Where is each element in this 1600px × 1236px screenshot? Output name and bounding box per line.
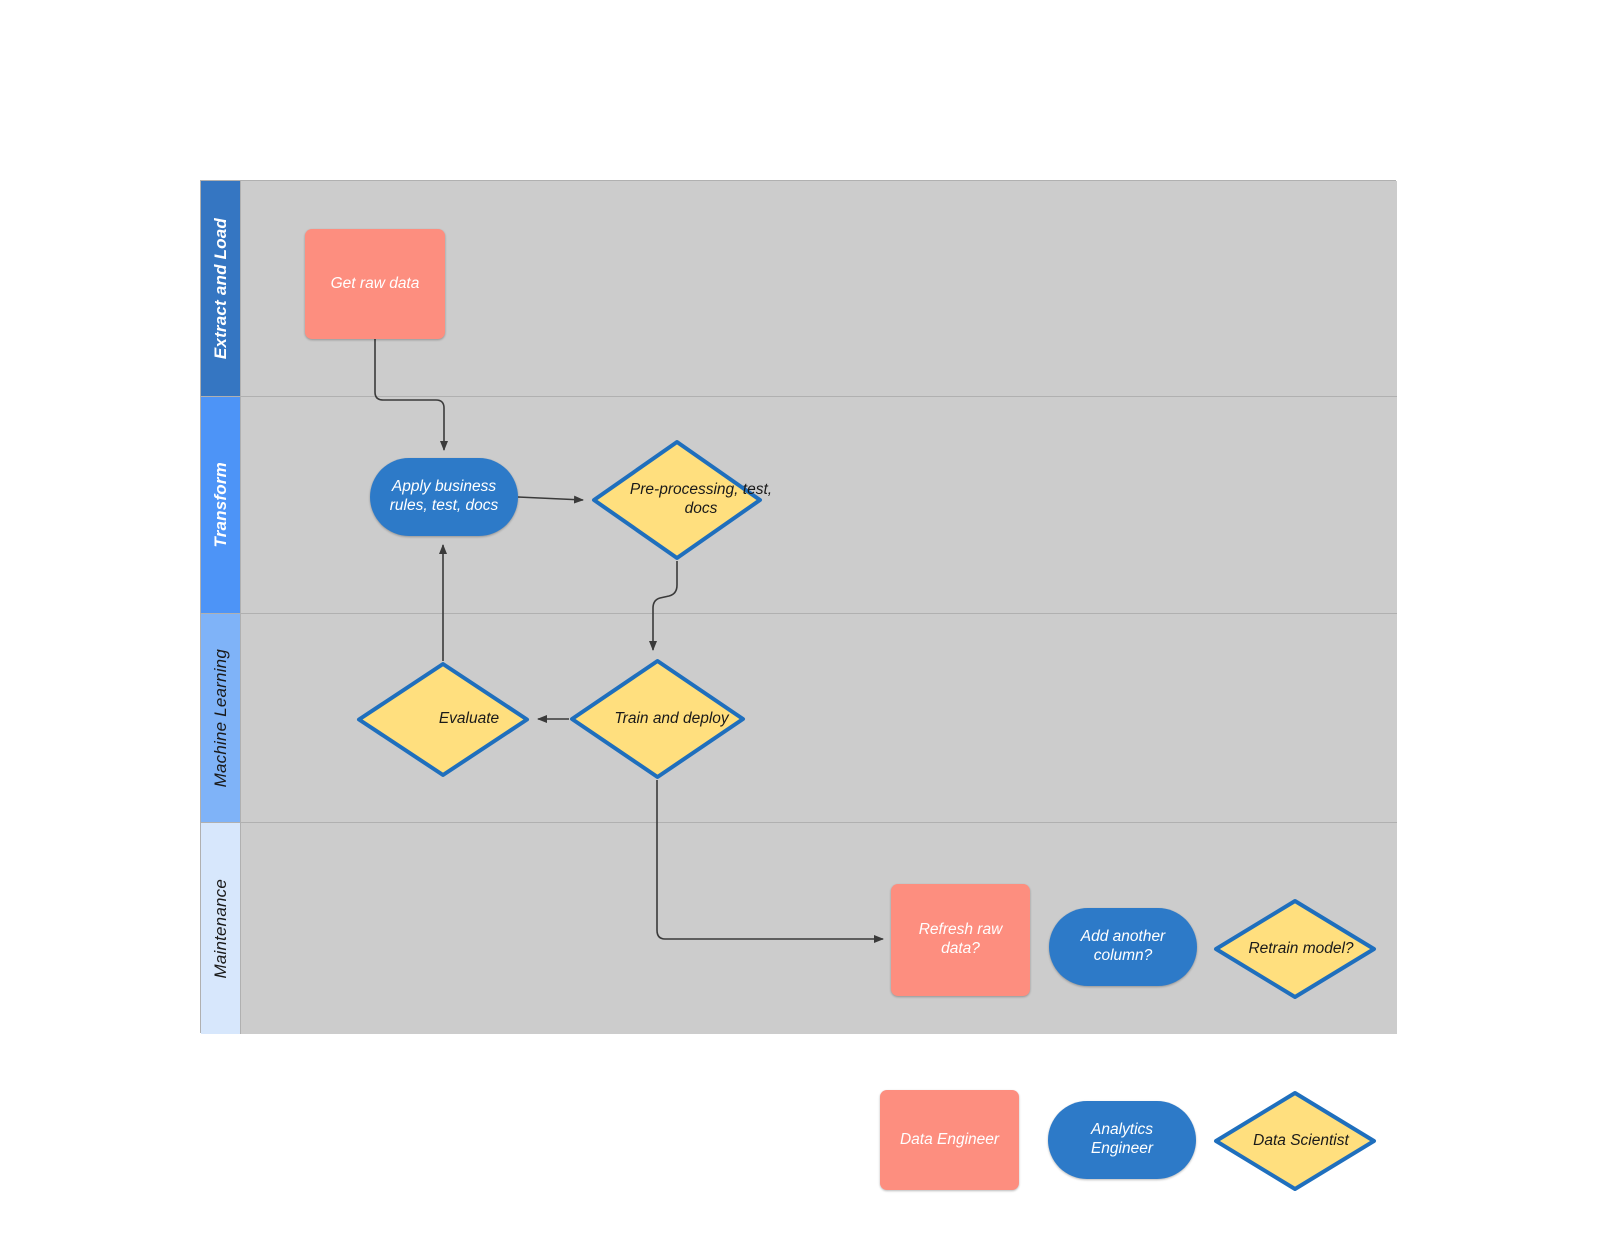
legend-label-data-engineer: Data Engineer [899, 1130, 1000, 1148]
legend-label-analytics-engineer: Analytics Engineer [1090, 1121, 1154, 1157]
node-label-refresh-raw-data: Refresh raw data? [918, 921, 1003, 957]
node-refresh-raw-data[interactable]: Refresh raw data? [891, 884, 1030, 996]
node-add-another-column[interactable]: Add another column? [1049, 908, 1197, 986]
node-apply-rules[interactable]: Apply business rules, test, docs [370, 458, 518, 536]
node-label-add-another-column: Add another column? [1080, 928, 1166, 964]
node-label-get-raw-data: Get raw data [330, 274, 420, 292]
legend-item-data-scientist[interactable]: Data Scientist [1213, 1090, 1377, 1192]
lane-header-machine-learning[interactable]: Machine Learning [201, 614, 241, 822]
node-pre-processing[interactable]: Pre-processing, test, docs [591, 439, 772, 561]
node-label-apply-rules: Apply business rules, test, docs [389, 478, 499, 514]
lane-header-maintenance[interactable]: Maintenance [201, 823, 241, 1034]
lane-label-transform: Transform [210, 462, 230, 548]
lane-header-extract-and-load[interactable]: Extract and Load [201, 181, 241, 396]
node-get-raw-data[interactable]: Get raw data [305, 229, 445, 339]
lane-label-maintenance: Maintenance [210, 878, 230, 979]
lane-label-machine-learning: Machine Learning [210, 648, 230, 788]
node-train-and-deploy[interactable]: Train and deploy [569, 658, 746, 780]
node-evaluate[interactable]: Evaluate [356, 661, 530, 778]
legend: Data Engineer Analytics Engineer Data Sc… [880, 1090, 1380, 1192]
legend-item-analytics-engineer[interactable]: Analytics Engineer [1048, 1101, 1196, 1179]
node-retrain-model[interactable]: Retrain model? [1213, 898, 1377, 1000]
legend-item-data-engineer[interactable]: Data Engineer [880, 1090, 1019, 1190]
lane-header-transform[interactable]: Transform [201, 397, 241, 613]
lane-label-extract-and-load: Extract and Load [210, 217, 230, 360]
